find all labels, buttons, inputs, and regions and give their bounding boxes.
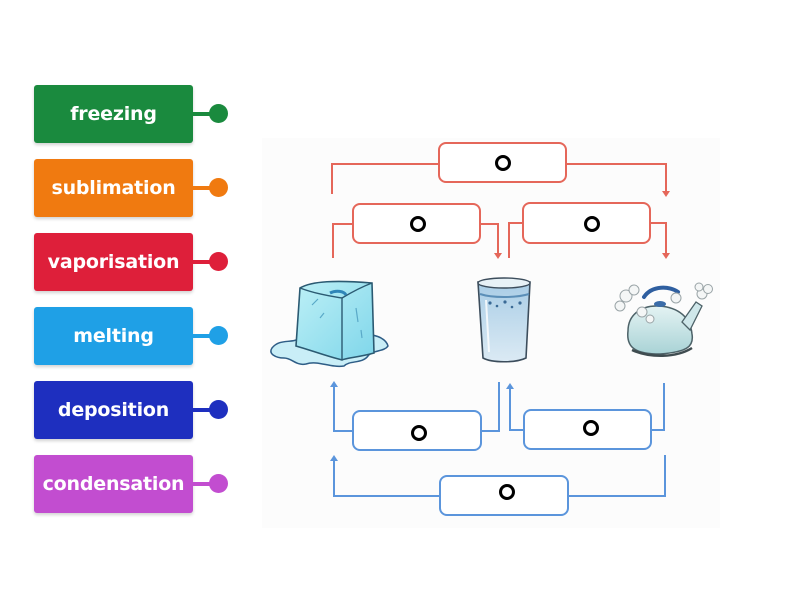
label-text: condensation <box>42 473 185 495</box>
cooling-arrowheads <box>330 381 514 461</box>
dropzone-solid-to-liquid[interactable] <box>352 203 481 244</box>
label-text: deposition <box>57 399 170 421</box>
glass-of-water-icon <box>477 277 531 363</box>
connector-stem <box>193 260 211 264</box>
arrow-line <box>508 222 523 258</box>
connector-stem <box>193 112 211 116</box>
arrow-line <box>480 223 499 254</box>
label-text: melting <box>73 325 154 347</box>
cooling-dropzones <box>352 409 652 516</box>
arrowhead-down <box>662 253 670 259</box>
label-tile-melting[interactable]: melting <box>34 307 193 365</box>
target-ring-icon[interactable] <box>495 155 511 171</box>
arrowhead-up <box>506 383 514 389</box>
label-text: freezing <box>70 103 157 125</box>
dropzone-solid-to-gas[interactable] <box>438 142 567 183</box>
label-tile-vaporisation[interactable]: vaporisation <box>34 233 193 291</box>
arrow-line <box>650 222 667 254</box>
connector-dot-icon[interactable] <box>209 252 228 271</box>
heating-arrows <box>331 163 667 258</box>
boiling-kettle-icon <box>614 282 713 358</box>
label-text: vaporisation <box>47 251 180 273</box>
arrow-line <box>566 163 667 192</box>
arrowhead-up <box>330 381 338 387</box>
dropzone-gas-to-solid[interactable] <box>439 475 569 516</box>
arrow-line <box>331 163 439 194</box>
arrowhead-down <box>494 253 502 259</box>
label-tile-condensation[interactable]: condensation <box>34 455 193 513</box>
target-ring-icon[interactable] <box>583 420 599 436</box>
connector-stem <box>193 482 211 486</box>
target-ring-icon[interactable] <box>411 425 427 441</box>
heating-arrowheads <box>494 191 670 259</box>
connector-dot-icon[interactable] <box>209 104 228 123</box>
label-tile-deposition[interactable]: deposition <box>34 381 193 439</box>
arrow-line <box>568 455 666 497</box>
drop-targets <box>410 155 600 500</box>
arrow-line <box>651 383 665 431</box>
connector-dot-icon[interactable] <box>209 474 228 493</box>
connector-stem <box>193 408 211 412</box>
arrowhead-down <box>662 191 670 197</box>
cooling-arrows <box>333 382 666 497</box>
dropzone-gas-to-liquid[interactable] <box>523 409 652 450</box>
connector-dot-icon[interactable] <box>209 178 228 197</box>
arrow-line <box>333 460 440 497</box>
dropzone-liquid-to-solid[interactable] <box>352 410 482 451</box>
target-ring-icon[interactable] <box>410 216 426 232</box>
ice-cube-icon <box>270 280 389 368</box>
arrow-line <box>332 223 353 258</box>
connector-stem <box>193 186 211 190</box>
connector-dot-icon[interactable] <box>209 400 228 419</box>
target-ring-icon[interactable] <box>584 216 600 232</box>
arrowhead-up <box>330 455 338 461</box>
connector-dot-icon[interactable] <box>209 326 228 345</box>
target-ring-icon[interactable] <box>499 484 515 500</box>
label-tile-sublimation[interactable]: sublimation <box>34 159 193 217</box>
connector-stem <box>193 334 211 338</box>
arrow-line <box>333 386 353 432</box>
label-tile-freezing[interactable]: freezing <box>34 85 193 143</box>
arrow-line <box>509 388 524 431</box>
arrow-line <box>481 382 500 432</box>
label-text: sublimation <box>51 177 176 199</box>
